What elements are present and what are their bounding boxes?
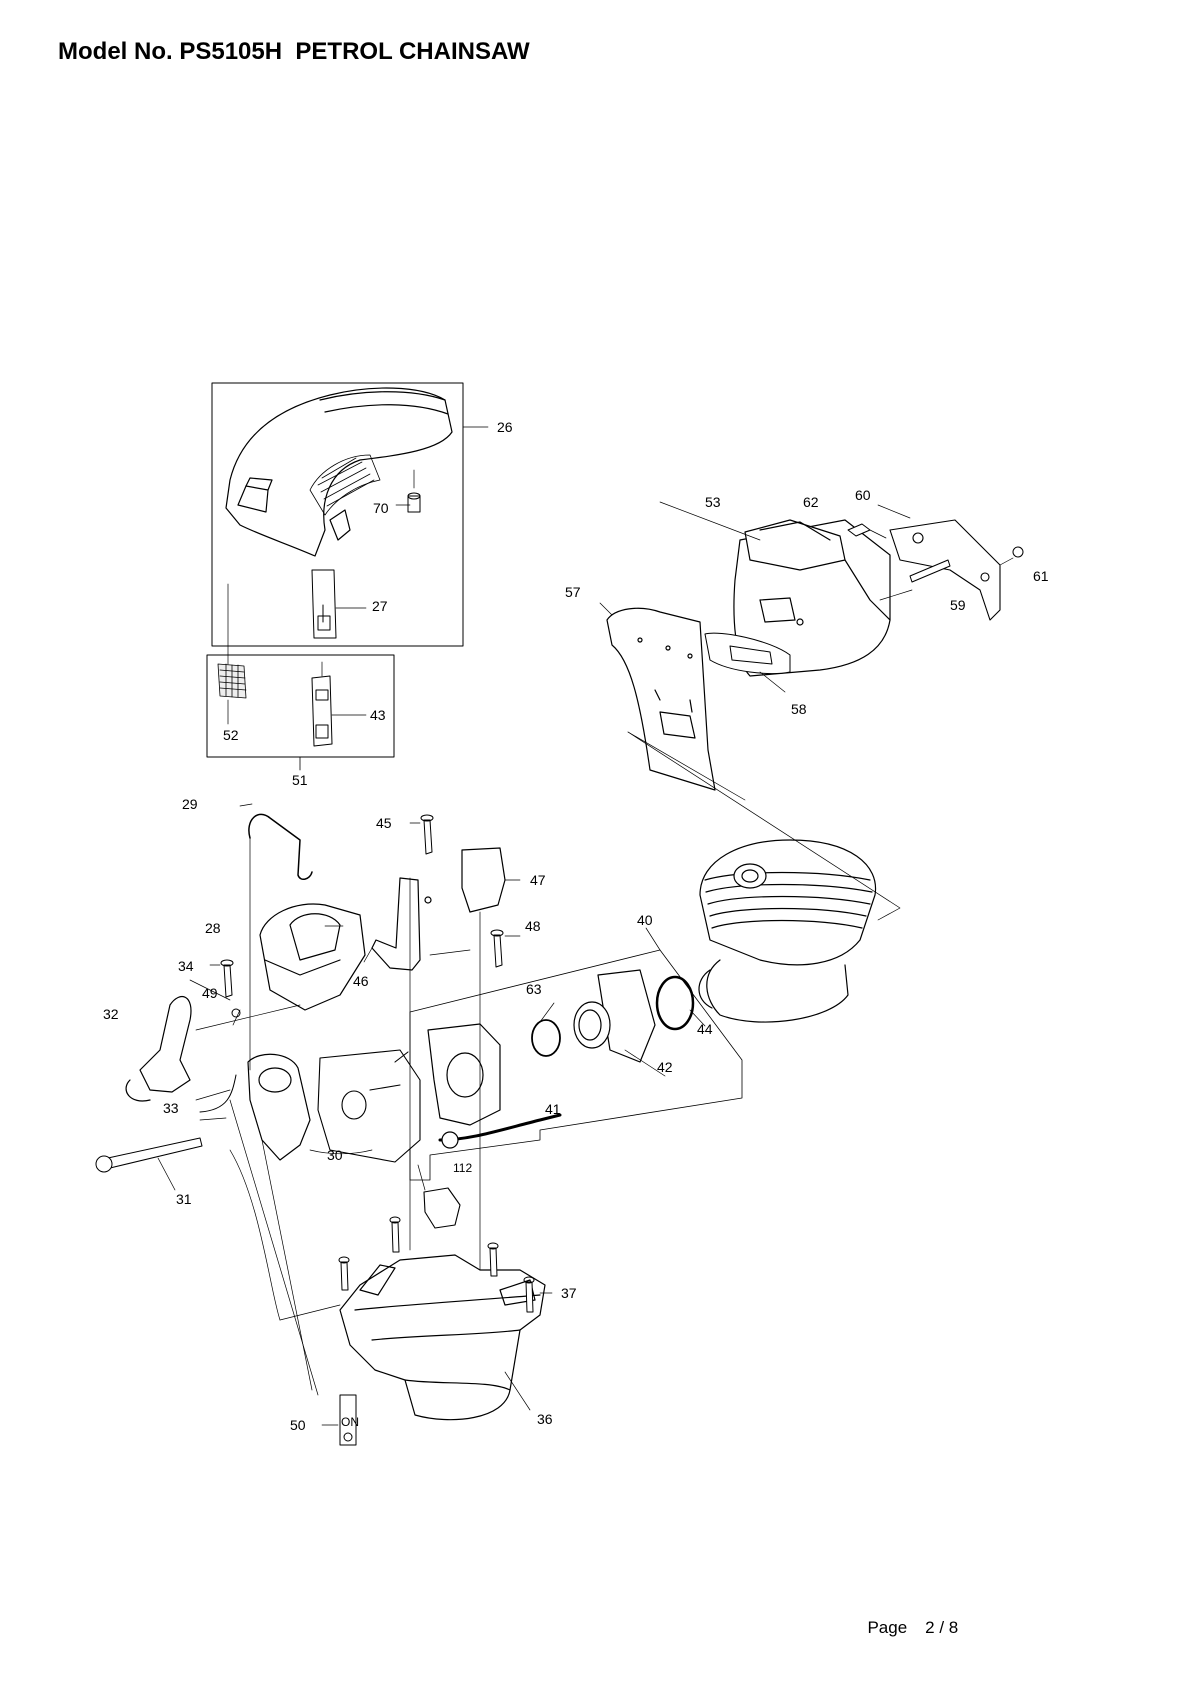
label-51: 51 bbox=[292, 772, 308, 788]
assembly-lines bbox=[189, 426, 913, 1426]
filter-group-box bbox=[206, 654, 395, 758]
cover-knob-part bbox=[395, 469, 421, 513]
switch-on-text: ON bbox=[341, 1415, 359, 1429]
cover-vent-grille bbox=[309, 454, 381, 516]
label-34: 34 bbox=[178, 958, 194, 974]
cable-33-part bbox=[199, 1074, 237, 1113]
label-48: 48 bbox=[525, 918, 541, 934]
part-112 bbox=[423, 1187, 461, 1229]
label-28: 28 bbox=[205, 920, 221, 936]
throttle-trigger-part bbox=[125, 995, 192, 1102]
label-41: 41 bbox=[545, 1101, 561, 1117]
label-42: 42 bbox=[657, 1059, 673, 1075]
nut-61-part bbox=[999, 546, 1024, 566]
label-59: 59 bbox=[950, 597, 966, 613]
label-63: 63 bbox=[526, 981, 542, 997]
washer-49-part bbox=[231, 1008, 241, 1018]
page-footer: Page 2 / 8 bbox=[858, 1598, 958, 1638]
label-44: 44 bbox=[697, 1021, 713, 1037]
muffler-part bbox=[733, 519, 891, 677]
label-47: 47 bbox=[530, 872, 546, 888]
filter-base-part bbox=[259, 903, 366, 1011]
cover-clip-part bbox=[311, 569, 367, 639]
screw-48-part bbox=[490, 929, 521, 968]
label-49: 49 bbox=[202, 985, 218, 1001]
air-filter-part bbox=[217, 663, 247, 699]
heat-shield-part bbox=[606, 607, 716, 791]
throttle-body-part bbox=[247, 1053, 311, 1161]
label-60: 60 bbox=[855, 487, 871, 503]
intake-manifold-part bbox=[573, 969, 666, 1077]
label-40: 40 bbox=[637, 912, 653, 928]
label-31: 31 bbox=[176, 1191, 192, 1207]
group-40-frame bbox=[409, 949, 743, 1181]
label-70: 70 bbox=[373, 500, 389, 516]
screw-34-part bbox=[209, 959, 234, 998]
label-62: 62 bbox=[803, 494, 819, 510]
page-label: Page bbox=[867, 1618, 908, 1637]
bolt-59-part bbox=[909, 559, 951, 583]
carburetor-part bbox=[317, 1049, 421, 1163]
label-27: 27 bbox=[372, 598, 388, 614]
filter-plate-part bbox=[311, 661, 367, 747]
label-29: 29 bbox=[182, 796, 198, 812]
muffler-bracket-part bbox=[889, 519, 1001, 621]
muffler-gasket-part bbox=[704, 632, 791, 693]
gasket-44-part bbox=[655, 975, 706, 1031]
label-50: 50 bbox=[290, 1417, 306, 1433]
part-47 bbox=[461, 847, 521, 913]
ring-63-part bbox=[531, 1019, 561, 1057]
page-title: Model No. PS5105H PETROL CHAINSAW bbox=[58, 38, 530, 65]
label-52: 52 bbox=[223, 727, 239, 743]
long-bolt-part bbox=[95, 1137, 203, 1191]
label-37: 37 bbox=[561, 1285, 577, 1301]
label-32: 32 bbox=[103, 1006, 119, 1022]
label-53: 53 bbox=[705, 494, 721, 510]
label-33: 33 bbox=[163, 1100, 179, 1116]
label-61: 61 bbox=[1033, 568, 1049, 584]
label-46: 46 bbox=[353, 973, 369, 989]
label-58: 58 bbox=[791, 701, 807, 717]
housing-screw-part bbox=[338, 1216, 553, 1313]
carb-adapter-part bbox=[427, 1023, 562, 1149]
switch-plate-part: ON bbox=[339, 1394, 359, 1446]
bracket-46-part bbox=[363, 877, 432, 971]
page-number: 2 / 8 bbox=[925, 1618, 959, 1637]
label-43: 43 bbox=[370, 707, 386, 723]
crankcase-housing-part bbox=[339, 1254, 546, 1421]
screw-45-part bbox=[409, 814, 434, 855]
label-112: 112 bbox=[453, 1161, 472, 1175]
label-57: 57 bbox=[565, 584, 581, 600]
wire-29-part bbox=[248, 813, 313, 880]
top-cover-part bbox=[225, 387, 453, 557]
label-26: 26 bbox=[497, 419, 513, 435]
label-45: 45 bbox=[376, 815, 392, 831]
label-36: 36 bbox=[537, 1411, 553, 1427]
cover-group-box bbox=[211, 382, 464, 647]
label-30: 30 bbox=[327, 1147, 343, 1163]
bolt-62-part bbox=[847, 523, 887, 539]
cylinder-part bbox=[698, 839, 877, 1023]
